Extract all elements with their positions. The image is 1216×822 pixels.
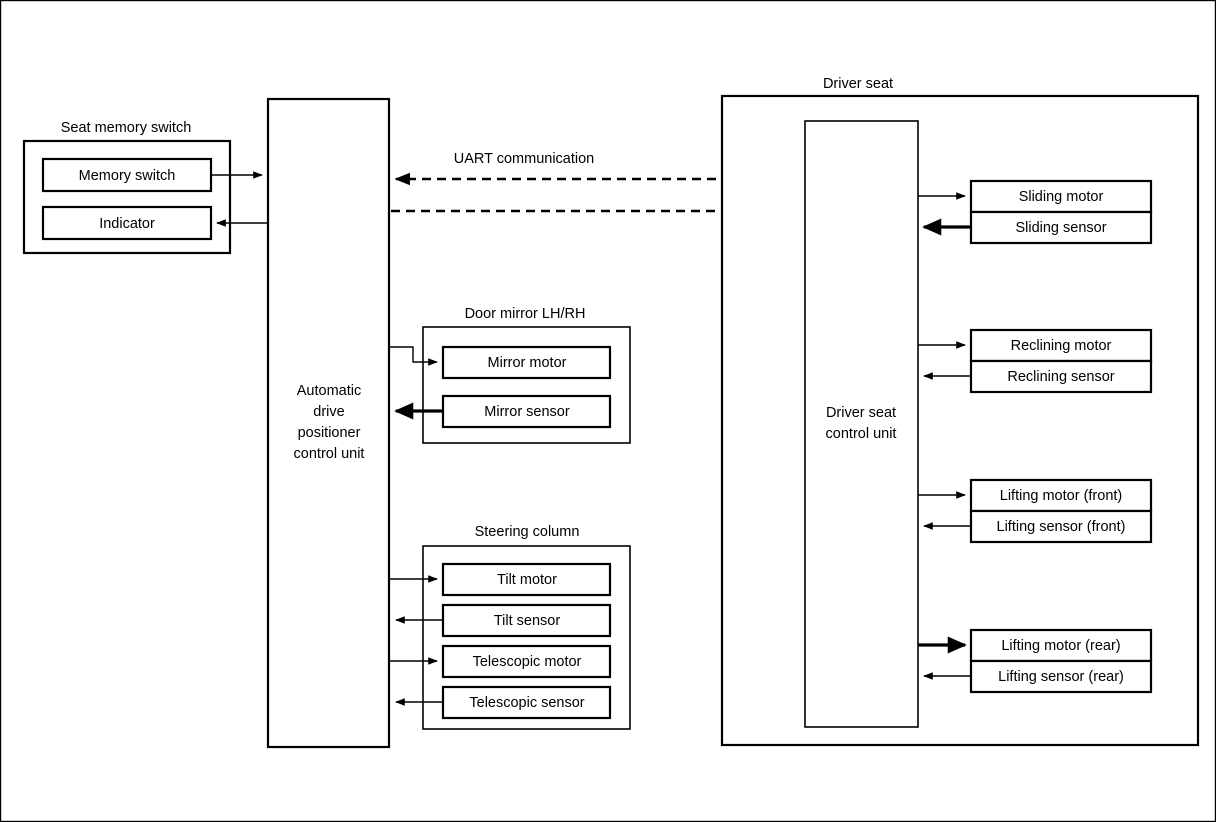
reclining-motor-label: Reclining motor (1011, 338, 1112, 354)
indicator-box[interactable] (41, 205, 213, 241)
lifting-motor-front-label: Lifting motor (front) (1000, 488, 1123, 504)
driver-seat-control-unit-line2: control unit (826, 426, 897, 442)
lifting-motor-rear-label: Lifting motor (rear) (1001, 638, 1120, 654)
mirror-sensor-label: Mirror sensor (484, 404, 570, 420)
tilt-sensor-box[interactable] (441, 603, 612, 638)
sliding-sensor-label: Sliding sensor (1015, 220, 1106, 236)
tilt-motor-label: Tilt motor (497, 572, 557, 588)
sliding-sensor-box[interactable] (969, 210, 1153, 245)
memory-switch-box[interactable] (41, 157, 213, 193)
lifting-sensor-rear-box[interactable] (969, 659, 1153, 694)
lifting-sensor-front-label: Lifting sensor (front) (997, 519, 1126, 535)
uart-communication-label: UART communication (454, 151, 595, 167)
mirror-motor-box[interactable] (441, 345, 612, 380)
memory-switch-label: Memory switch (79, 168, 176, 184)
door-mirror-title: Door mirror LH/RH (465, 306, 586, 322)
lifting-motor-rear-box[interactable] (969, 628, 1153, 663)
driver-seat-title: Driver seat (823, 76, 893, 92)
sliding-motor-box[interactable] (969, 179, 1153, 214)
driver-seat-control-unit-line1: Driver seat (826, 405, 896, 421)
tilt-motor-box[interactable] (441, 562, 612, 597)
seat-memory-switch-title: Seat memory switch (61, 120, 192, 136)
reclining-sensor-box[interactable] (969, 359, 1153, 394)
lifting-sensor-rear-label: Lifting sensor (rear) (998, 669, 1124, 685)
driver-seat-control-unit[interactable] (804, 120, 919, 728)
sliding-motor-label: Sliding motor (1019, 189, 1104, 205)
automatic-drive-positioner-control-unit[interactable] (266, 97, 391, 749)
telescopic-motor-box[interactable] (441, 644, 612, 679)
indicator-label: Indicator (99, 216, 155, 232)
telescopic-motor-label: Telescopic motor (473, 654, 582, 670)
telescopic-sensor-box[interactable] (441, 685, 612, 720)
telescopic-sensor-label: Telescopic sensor (469, 695, 584, 711)
mirror-motor-label: Mirror motor (488, 355, 567, 371)
controller-label-line1: Automatic (297, 383, 361, 399)
reclining-sensor-label: Reclining sensor (1007, 369, 1114, 385)
steering-column-title: Steering column (475, 524, 580, 540)
controller-label-line3: positioner (298, 425, 361, 441)
tilt-sensor-label: Tilt sensor (494, 613, 561, 629)
link-controller-to-mirror-motor (389, 346, 438, 366)
controller-label-line4: control unit (294, 446, 365, 462)
mirror-sensor-box[interactable] (441, 394, 612, 429)
lifting-sensor-front-box[interactable] (969, 509, 1153, 544)
controller-label-line2: drive (313, 404, 344, 420)
lifting-motor-front-box[interactable] (969, 478, 1153, 513)
